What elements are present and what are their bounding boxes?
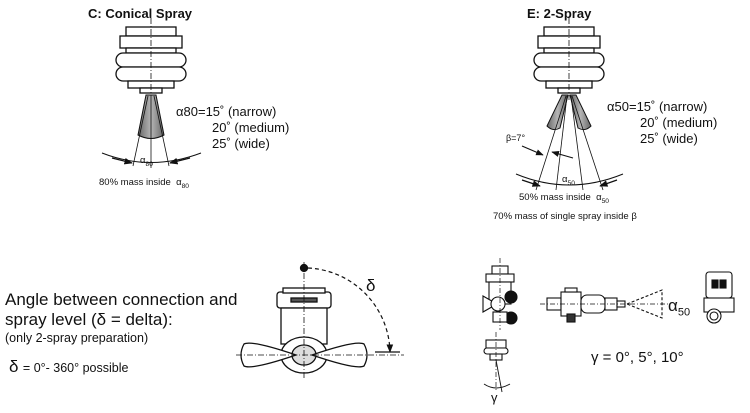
two-spray-angle-narrow: α50=15˚ (narrow)	[607, 99, 708, 114]
conical-angle-medium: 20˚ (medium)	[212, 120, 290, 135]
two-spray-injector	[533, 18, 605, 100]
two-spray-angle-wide: 25˚ (wide)	[640, 131, 698, 146]
delta-arc-label: δ	[366, 276, 376, 295]
conical-spray-cone	[101, 94, 202, 168]
single-spray-note: 70% mass of single spray inside β	[493, 211, 637, 222]
two-spray-angle-symbol: α50	[562, 174, 575, 187]
conical-angle-symbol: α80	[140, 155, 153, 168]
injector-side-view	[540, 287, 668, 323]
delta-range: δ = 0°- 360° possible	[9, 357, 129, 376]
delta-arc	[307, 267, 400, 353]
two-spray-mass-note: 50% mass inside α50	[519, 192, 609, 205]
injector-front-view	[482, 258, 518, 330]
connection-line2: spray level (δ = delta):	[5, 310, 173, 329]
conical-mass-note: 80% mass inside α80	[99, 177, 189, 190]
conical-angle-wide: 25˚ (wide)	[212, 136, 270, 151]
conical-angle-narrow: α80=15˚ (narrow)	[176, 104, 277, 119]
connection-line1: Angle between connection and	[5, 290, 238, 309]
gamma-values: γ = 0°, 5°, 10°	[591, 349, 684, 366]
beta-label: β=7°	[506, 133, 526, 143]
conical-title: C: Conical Spray	[88, 6, 193, 21]
two-spray-title: E: 2-Spray	[527, 6, 592, 21]
tilt-alpha-label: α50	[668, 296, 691, 319]
two-spray-jets	[515, 94, 624, 191]
two-spray-angle-medium: 20˚ (medium)	[640, 115, 718, 130]
gamma-label: γ	[491, 390, 498, 405]
connection-line3: (only 2-spray preparation)	[5, 331, 149, 345]
injector-tilt-view	[483, 332, 511, 393]
conical-injector	[115, 18, 187, 100]
injector-connector-end	[703, 271, 735, 324]
injector-top-view	[236, 262, 404, 378]
